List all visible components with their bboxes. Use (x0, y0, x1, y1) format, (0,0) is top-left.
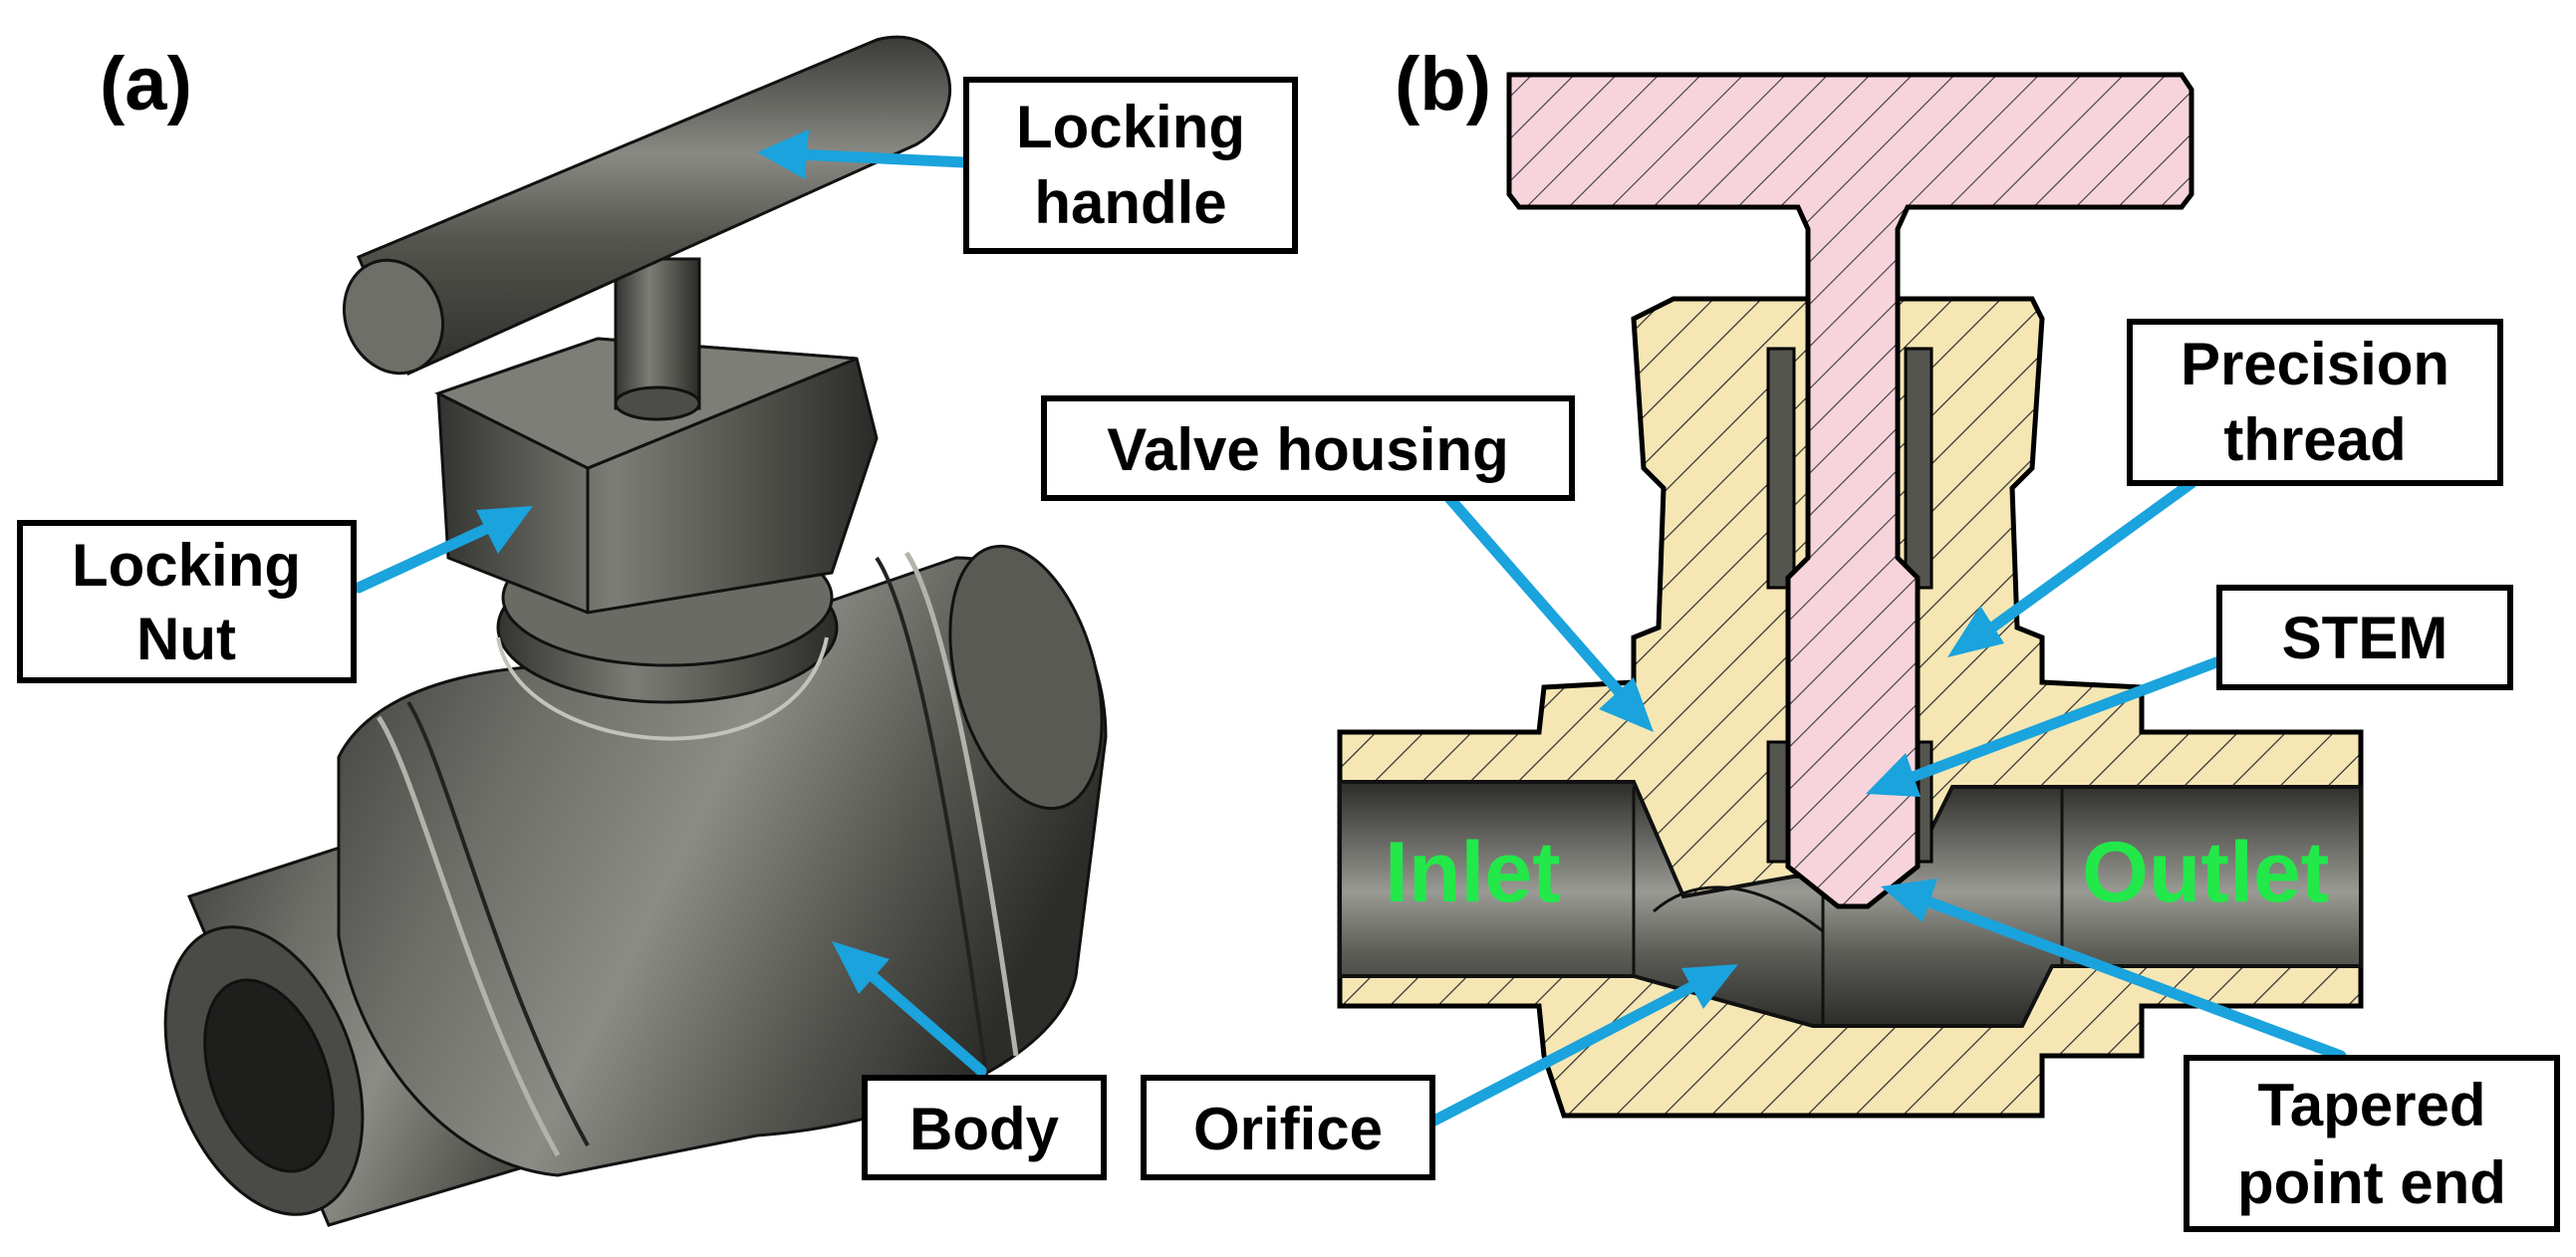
panel-label-b: (b) (1395, 42, 1491, 126)
svg-text:thread: thread (2223, 406, 2406, 473)
arrow-locking-handle (791, 148, 970, 168)
svg-text:Orifice: Orifice (1193, 1096, 1383, 1162)
callout-orifice: Orifice (1141, 1075, 1435, 1180)
callout-precision-thread: Precision thread (2127, 319, 2503, 486)
callout-valve-housing: Valve housing (1041, 395, 1575, 501)
callout-stem: STEM (2216, 585, 2513, 690)
panel-label-a: (a) (100, 42, 192, 126)
callout-arrows (353, 129, 2347, 1127)
arrow-body (861, 965, 987, 1077)
inlet-label: Inlet (1385, 825, 1561, 920)
thread-slot-right (1904, 347, 1933, 590)
svg-text:handle: handle (1034, 169, 1226, 236)
arrow-precision-thread (1986, 477, 2197, 633)
svg-text:Body: Body (909, 1096, 1060, 1162)
svg-text:Tapered: Tapered (2258, 1072, 2486, 1138)
svg-text:Precision: Precision (2181, 331, 2449, 397)
callout-body: Body (862, 1075, 1107, 1180)
valve-3d-illustration (163, 35, 1108, 1227)
arrow-valve-housing (1443, 492, 1630, 703)
arrow-orifice (1428, 980, 1699, 1127)
arrow-stem (1907, 656, 2222, 783)
callout-tapered-point-end: Tapered point end (2184, 1055, 2560, 1232)
outlet-label: Outlet (2082, 825, 2329, 920)
callout-locking-handle: Locking handle (963, 77, 1298, 254)
svg-text:Locking: Locking (1016, 94, 1245, 160)
valve-cross-section (1337, 72, 2364, 1119)
thread-slot-left (1766, 347, 1796, 590)
svg-text:Locking: Locking (72, 532, 301, 599)
arrow-locking-nut (353, 522, 494, 594)
arrow-tapered-point-end (1922, 895, 2347, 1062)
svg-text:STEM: STEM (2282, 605, 2448, 671)
callout-locking-nut: Locking Nut (17, 520, 357, 683)
svg-text:Nut: Nut (136, 606, 236, 672)
svg-text:Valve housing: Valve housing (1107, 416, 1508, 483)
svg-text:point end: point end (2237, 1149, 2506, 1216)
